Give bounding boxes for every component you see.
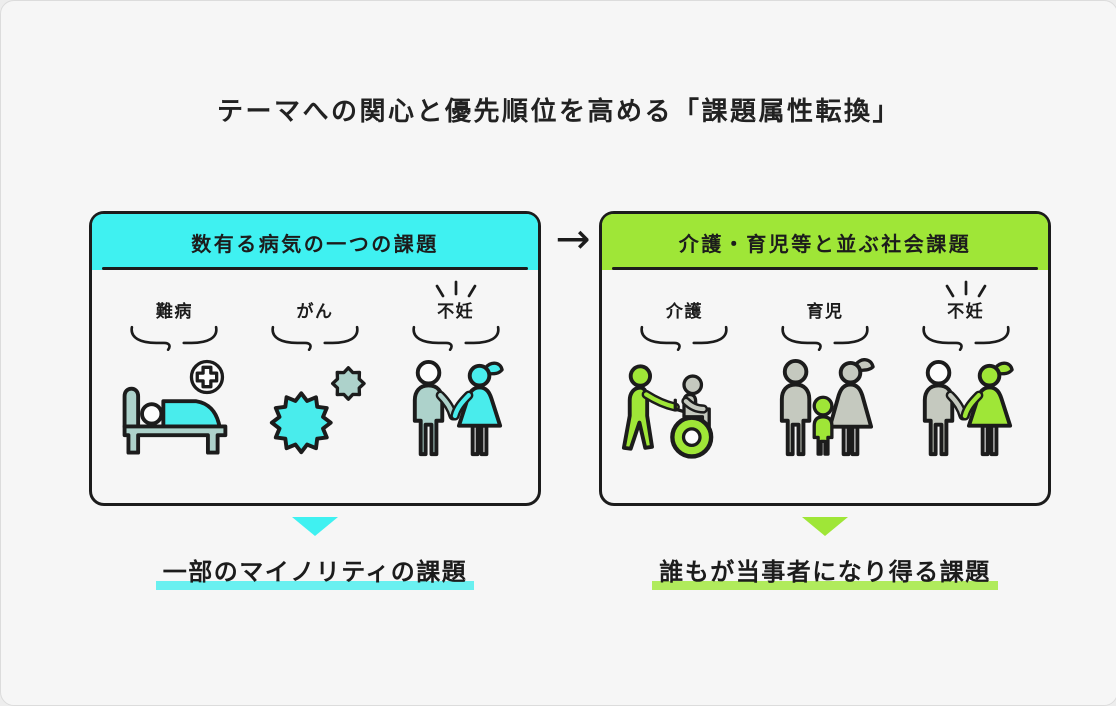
pointer-triangle-icon — [802, 517, 848, 536]
label-bracket-icon — [130, 325, 218, 351]
label-bracket-icon — [781, 325, 869, 351]
icon-group-childcare: 育児 — [755, 300, 895, 460]
social-panel-body: 介護 — [602, 270, 1048, 460]
social-panel: 介護・育児等と並ぶ社会課題 介護 — [599, 211, 1051, 506]
header-divider — [102, 267, 528, 270]
social-panel-header: 介護・育児等と並ぶ社会課題 — [602, 214, 1048, 270]
emphasis-marks-icon — [435, 280, 476, 298]
page-title: テーマへの関心と優先順位を高める「課題属性転換」 — [216, 97, 901, 127]
icon-group-infertility: 不妊 — [896, 280, 1036, 460]
minority-caption-block: 一部のマイノリティの課題 — [89, 517, 541, 590]
icon-group-infertility: 不妊 — [386, 280, 526, 460]
minority-caption: 一部のマイノリティの課題 — [156, 552, 475, 590]
label-bracket-icon — [271, 325, 359, 351]
icon-group-caregiving: 介護 — [614, 300, 754, 460]
label-bracket-icon — [640, 325, 728, 351]
disease-panel: 数有る病気の一つの課題 難病 がん — [89, 211, 541, 506]
icon-group-label: 不妊 — [437, 302, 475, 322]
caregiver-wheelchair-icon — [622, 364, 714, 459]
disease-panel-header-label: 数有る病気の一つの課題 — [191, 231, 439, 256]
universal-caption-block: 誰もが当事者になり得る課題 — [599, 517, 1051, 590]
couple-icon — [922, 359, 1014, 457]
icon-group-intractable-disease: 難病 — [104, 300, 244, 460]
couple-icon — [412, 359, 504, 457]
icon-group-label: 難病 — [155, 302, 193, 322]
icon-group-cancer: がん — [245, 300, 385, 460]
disease-panel-header: 数有る病気の一つの課題 — [92, 214, 538, 270]
label-bracket-icon — [922, 325, 1010, 351]
cancer-cells-icon — [269, 366, 366, 455]
emphasis-marks-icon — [945, 280, 986, 298]
social-panel-header-label: 介護・育児等と並ぶ社会課題 — [678, 231, 972, 256]
icon-group-label: 不妊 — [947, 302, 985, 322]
hospital-bed-icon — [122, 359, 228, 455]
icon-group-label: 介護 — [665, 302, 703, 322]
pointer-triangle-icon — [292, 517, 338, 536]
transform-arrow-icon: → — [555, 214, 591, 263]
disease-panel-body: 難病 がん — [92, 270, 538, 460]
icon-group-label: がん — [296, 302, 334, 322]
header-divider — [612, 267, 1038, 270]
label-bracket-icon — [412, 325, 500, 351]
family-icon — [779, 358, 875, 457]
universal-caption: 誰もが当事者になり得る課題 — [652, 552, 998, 590]
icon-group-label: 育児 — [806, 302, 844, 322]
